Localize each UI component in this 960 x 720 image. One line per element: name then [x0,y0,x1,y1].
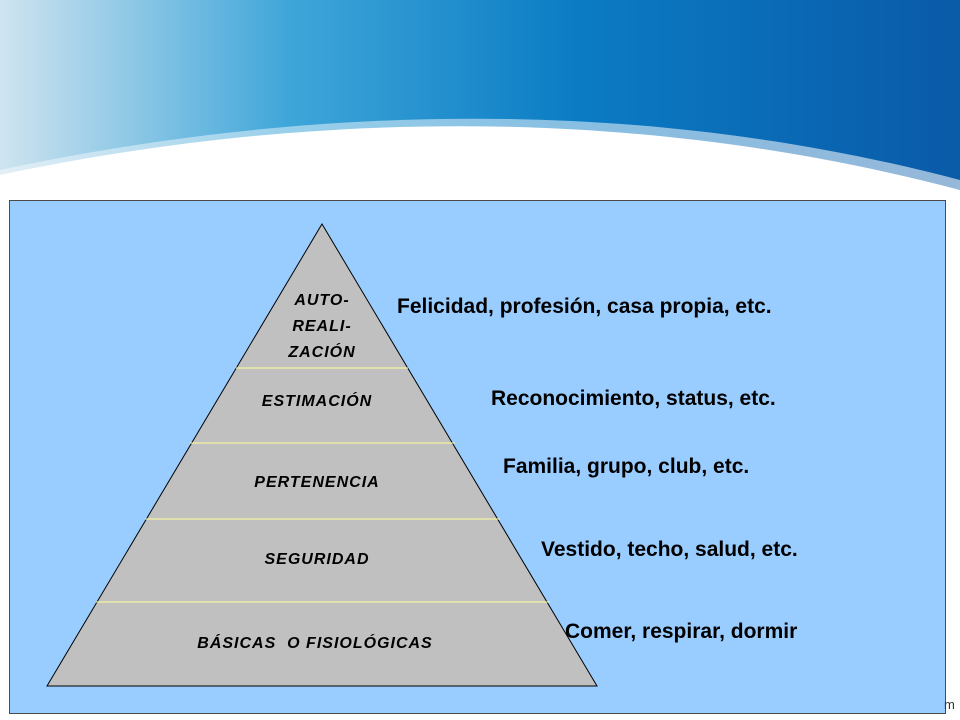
level-description-autorrealizacion: Felicidad, profesión, casa propia, etc. [397,295,772,318]
pyramid-triangle [46,223,598,687]
level-description-seguridad: Vestido, techo, salud, etc. [541,538,798,561]
level-label-seguridad: SEGURIDAD [264,551,370,568]
level-label-line: ZACIÓN [288,344,356,361]
level-label-line: REALI- [292,318,352,335]
level-label-line: AUTO- [294,292,350,309]
level-label-pertenencia: PERTENENCIA [254,474,380,491]
level-label-basicas: BÁSICAS O FISIOLÓGICAS [197,635,433,652]
level-label-autorrealizacion: AUTO- REALI- ZACIÓN [262,288,382,366]
level-description-pertenencia: Familia, grupo, club, etc. [503,455,750,478]
corner-text: m [944,697,955,712]
level-label-estimacion: ESTIMACIÓN [261,393,373,410]
header-banner [0,0,960,200]
level-description-estimacion: Reconocimiento, status, etc. [491,387,776,410]
level-description-basicas: Comer, respirar, dormir [565,620,798,643]
